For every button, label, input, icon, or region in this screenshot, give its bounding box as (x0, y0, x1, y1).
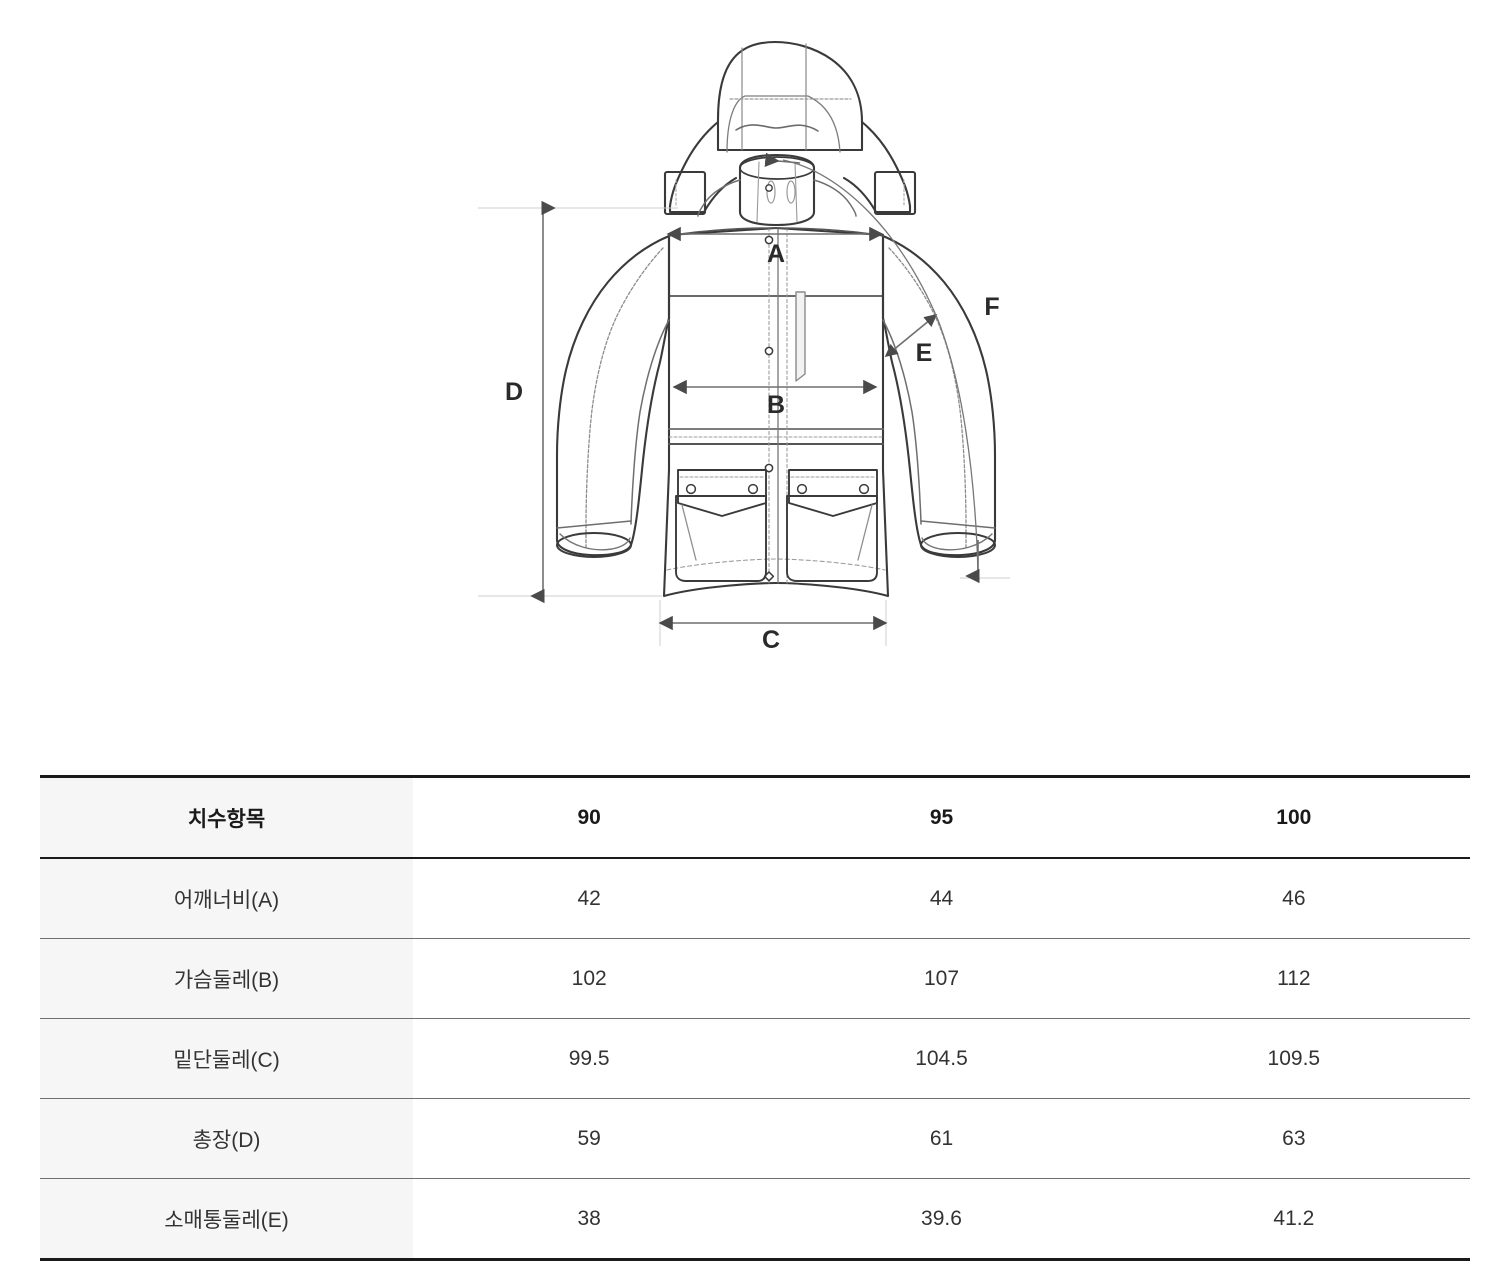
snap-button (764, 346, 774, 356)
cuff-left (556, 532, 632, 558)
table-row: 밑단둘레(C) 99.5 104.5 109.5 (40, 1018, 1470, 1099)
table-row: 어깨너비(A) 42 44 46 (40, 858, 1470, 939)
table-row: 가슴둘레(B) 102 107 112 (40, 938, 1470, 1019)
header-cell-size-100: 100 (1117, 775, 1470, 859)
table-header-row: 치수항목 90 95 100 (40, 775, 1470, 859)
cell-hem-95: 104.5 (765, 1018, 1118, 1099)
dimension-label-a: A (767, 240, 785, 268)
jacket-diagram: D A B C E F (478, 40, 1010, 654)
hood-right-skirt (842, 120, 912, 214)
cell-sleeve-girth-100: 41.2 (1117, 1178, 1470, 1261)
dimension-label-b: B (767, 391, 785, 419)
sleeve-left (555, 234, 671, 557)
cell-chest-90: 102 (413, 938, 766, 1019)
cell-hem-100: 109.5 (1117, 1018, 1470, 1099)
cell-shoulder-90: 42 (413, 858, 766, 939)
dimension-line-f-start-arrow (764, 152, 801, 168)
cuff-right (920, 532, 996, 558)
cell-shoulder-95: 44 (765, 858, 1118, 939)
size-chart-table: 치수항목 90 95 100 어깨너비(A) 42 44 46 가슴둘레(B) … (40, 775, 1470, 1261)
cell-sleeve-girth-90: 38 (413, 1178, 766, 1261)
row-label-length: 총장(D) (40, 1098, 413, 1179)
hood-inner-contour (726, 95, 841, 153)
collar-stand (738, 153, 816, 227)
pocket-snap (747, 483, 759, 495)
header-cell-size-95: 95 (765, 775, 1118, 859)
cell-length-95: 61 (765, 1098, 1118, 1179)
dimension-line-f (782, 159, 979, 573)
pocket-snap (796, 483, 808, 495)
cell-chest-95: 107 (765, 938, 1118, 1019)
front-zipper-detail (795, 291, 806, 382)
dimension-label-e: E (916, 339, 933, 367)
dimension-label-f: F (984, 293, 999, 321)
pocket-right-bag (786, 495, 878, 582)
dimension-label-d: D (505, 378, 523, 406)
pocket-snap (858, 483, 870, 495)
hood-outer (716, 40, 864, 152)
row-label-sleeve-girth: 소매통둘레(E) (40, 1178, 413, 1261)
collar-top-opening (739, 156, 815, 180)
cell-chest-100: 112 (1117, 938, 1470, 1019)
row-label-chest: 가슴둘레(B) (40, 938, 413, 1019)
cell-shoulder-100: 46 (1117, 858, 1470, 939)
jacket-technical-drawing: D A B C E F (478, 40, 1010, 654)
header-cell-measure: 치수항목 (40, 775, 413, 859)
size-chart-table-container: 치수항목 90 95 100 어깨너비(A) 42 44 46 가슴둘레(B) … (40, 775, 1470, 1261)
pocket-snap (685, 483, 697, 495)
dimension-line-e (884, 313, 938, 358)
jacket-body (662, 226, 890, 598)
cell-hem-90: 99.5 (413, 1018, 766, 1099)
table-row: 총장(D) 59 61 63 (40, 1098, 1470, 1179)
hood-tab-right (873, 170, 917, 216)
hood-tab-left (663, 170, 707, 216)
dimension-label-c: C (762, 626, 780, 654)
cell-sleeve-girth-95: 39.6 (765, 1178, 1118, 1261)
row-label-shoulder: 어깨너비(A) (40, 858, 413, 939)
hood-left-skirt (668, 120, 738, 214)
table-row: 소매통둘레(E) 38 39.6 41.2 (40, 1178, 1470, 1261)
header-cell-size-90: 90 (413, 775, 766, 859)
pocket-left-flap (677, 469, 767, 517)
row-label-hem: 밑단둘레(C) (40, 1018, 413, 1099)
snap-button (764, 463, 774, 473)
cell-length-90: 59 (413, 1098, 766, 1179)
cell-length-100: 63 (1117, 1098, 1470, 1179)
pocket-right-flap (788, 469, 878, 517)
sleeve-right (881, 234, 997, 557)
pocket-left-bag (675, 495, 767, 582)
